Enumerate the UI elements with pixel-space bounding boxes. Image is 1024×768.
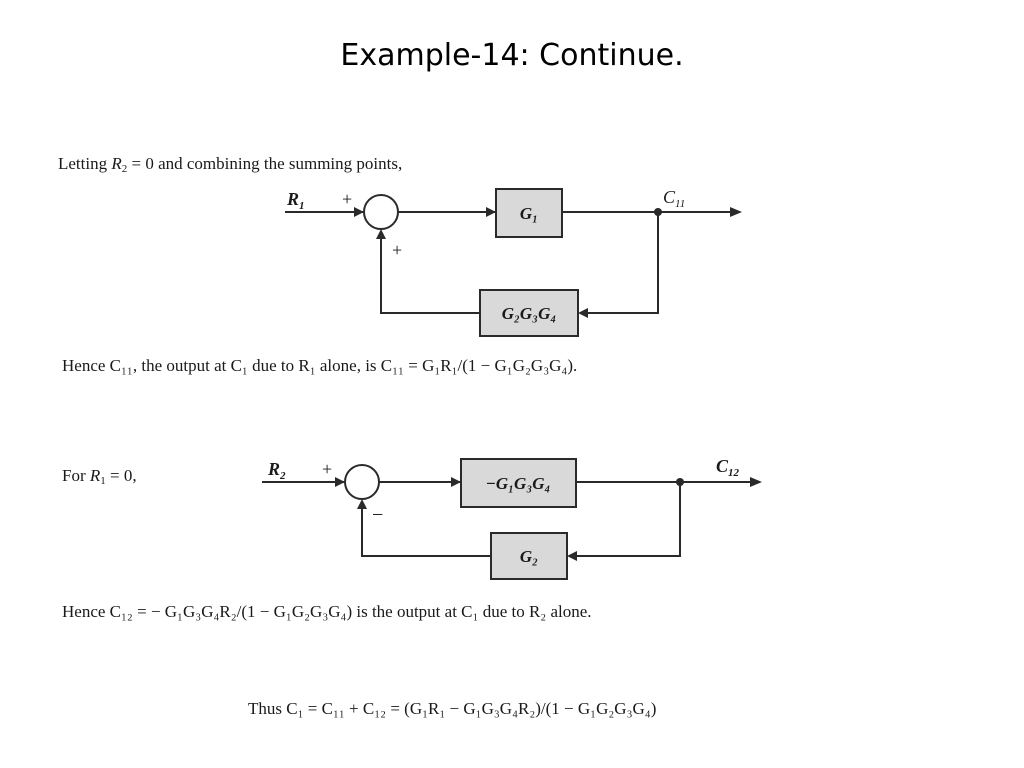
- slide-title: Example-14: Continue.: [340, 38, 684, 73]
- d2-output-label: C12: [716, 456, 740, 479]
- d1-forward-arrow: [486, 207, 496, 217]
- case-2-text-part1: For: [62, 466, 90, 485]
- d1-feedback-block: [479, 289, 579, 337]
- d2-forward-block-label: −G₁G₃G₄: [486, 474, 551, 493]
- intro-var: R: [111, 154, 122, 173]
- d2-feedback-wire-down: [569, 482, 681, 557]
- case-2-label: For R1 = 0,: [62, 466, 137, 487]
- d1-input-arrow: [354, 207, 364, 217]
- d1-output-label: C11: [663, 187, 685, 210]
- conclusion-text: Thus C₁ = C₁₁ + C₁₂ = (G₁R₁ − G₁G₃G₄R₂)/…: [248, 699, 657, 718]
- d2-input-label: R2: [267, 459, 286, 482]
- d2-forward-arrow: [451, 477, 461, 487]
- d2-output-arrow: [750, 477, 762, 487]
- d1-feedback-arrow: [578, 308, 588, 318]
- intro-text-part2: = 0 and combining the summing points,: [127, 154, 403, 173]
- d1-sign-input: +: [342, 189, 352, 209]
- d2-feedback-return-arrow: [357, 499, 367, 509]
- d1-forward-block-label: G₁: [520, 204, 538, 223]
- result-1-text: Hence C₁₁, the output at C₁ due to R₁ al…: [62, 356, 578, 375]
- case-2-text-part2: = 0,: [105, 466, 137, 485]
- d2-feedback-wire-return: [361, 501, 491, 557]
- case-2-sub: 1: [100, 475, 106, 487]
- d1-sign-feedback: +: [392, 240, 402, 260]
- result-2-text: Hence C₁₂ = − G₁G₃G₄R₂/(1 − G₁G₂G₃G₄) is…: [62, 602, 592, 621]
- d2-sign-feedback: −: [372, 504, 383, 526]
- case-2-var: R: [89, 466, 101, 485]
- d2-summing-junction: [344, 464, 380, 500]
- d1-feedback-wire-return: [380, 231, 480, 314]
- d1-feedback-wire-down: [580, 212, 659, 314]
- d2-feedback-block-label: G₂: [520, 547, 538, 566]
- d1-input-label: R1: [286, 189, 305, 212]
- d1-feedback-return-arrow: [376, 229, 386, 239]
- intro-text: Letting R2 = 0 and combining the summing…: [58, 154, 403, 175]
- d1-output-arrow: [730, 207, 742, 217]
- d2-input-arrow: [335, 477, 345, 487]
- d2-feedback-arrow: [567, 551, 577, 561]
- intro-sub: 2: [121, 163, 128, 175]
- intro-text-part1: Letting: [58, 154, 112, 173]
- d2-sign-input: +: [322, 459, 332, 479]
- d1-feedback-block-label: G₂G₃G₄: [502, 304, 557, 323]
